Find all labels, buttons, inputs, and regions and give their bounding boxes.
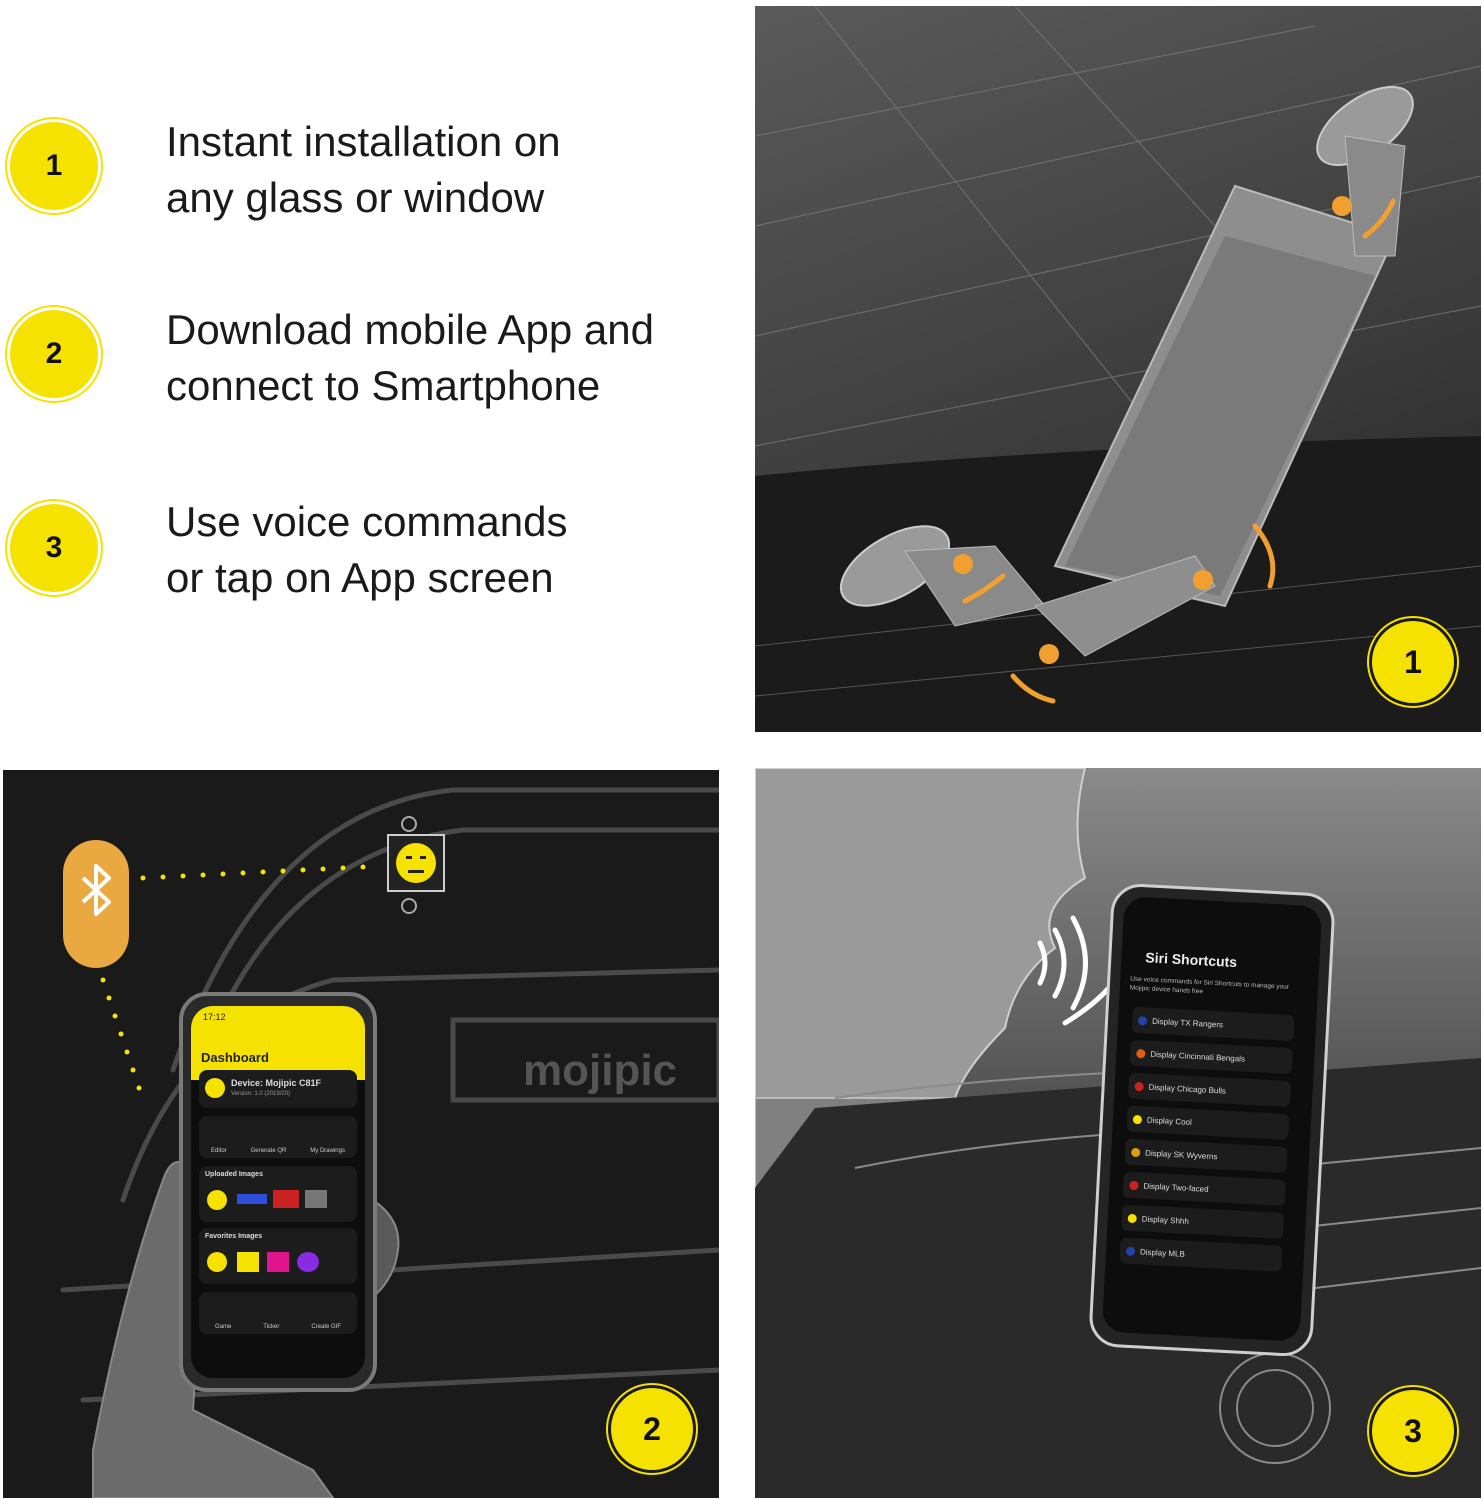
shortcut-label: Display Cincinnati Bengals (1150, 1049, 1246, 1064)
uploaded-image-3[interactable] (273, 1190, 299, 1208)
panel-3-badge: 3 (1372, 1390, 1454, 1472)
shortcut-label: Display Chicago Bulls (1148, 1082, 1227, 1096)
dashboard-title: Dashboard (201, 1050, 269, 1065)
shortcut-label: Display Two-faced (1143, 1181, 1209, 1194)
shortcut-label: Display Shhh (1141, 1213, 1190, 1226)
panel-voice: Siri Shortcuts Use voice commands for Si… (755, 768, 1481, 1498)
step-1-badge: 1 (10, 122, 98, 210)
shortcut-item[interactable]: Display Two-faced (1122, 1171, 1286, 1206)
device-emoji-icon (205, 1078, 225, 1098)
step-2: 2 Download mobile App and connect to Sma… (0, 300, 740, 410)
brand-logo: mojipic (523, 1046, 677, 1095)
rotate-arrow-icon (962, 198, 1396, 704)
bluetooth-icon (81, 864, 111, 916)
uploaded-image-emoji[interactable] (207, 1190, 227, 1210)
tools-row: Editor Generate QR My Drawings (199, 1116, 357, 1158)
uploaded-image-2[interactable] (237, 1194, 267, 1204)
device-card[interactable]: Device: Mojipic C81F Version: 1.0 (2019/… (199, 1070, 357, 1108)
app-phone-screen: 17:12 Dashboard Device: Mojipic C81F Ver… (191, 1006, 365, 1378)
device-version: Version: 1.0 (2019/20) (231, 1091, 291, 1097)
favorite-4[interactable] (297, 1252, 319, 1272)
favorite-cool[interactable] (207, 1252, 227, 1272)
tool-editor[interactable]: Editor (210, 1148, 227, 1154)
tool-game[interactable]: Game (214, 1324, 232, 1330)
tool-create-gif[interactable]: Create GIF (311, 1324, 341, 1330)
favorite-lyft[interactable] (267, 1252, 289, 1272)
dashboard-header (191, 1006, 365, 1080)
shortcut-item[interactable]: Display MLB (1119, 1237, 1283, 1272)
step-1-text: Instant installation on any glass or win… (166, 118, 561, 221)
tool-generate-qr[interactable]: Generate QR (250, 1148, 287, 1154)
siri-description: Use voice commands for Siri Shortcuts to… (1129, 975, 1290, 996)
shortcut-item[interactable]: Display TX Rangers (1131, 1006, 1295, 1042)
step-2-text: Download mobile App and connect to Smart… (166, 306, 655, 409)
mount-illustration (755, 6, 1481, 732)
shortcut-item[interactable]: Display SK Wyverns (1124, 1138, 1288, 1173)
panel-1-badge: 1 (1372, 621, 1454, 703)
favorites-section: Favorites Images (199, 1228, 357, 1284)
step-3: 3 Use voice commands or tap on App scree… (0, 492, 740, 602)
app-phone: 17:12 Dashboard Device: Mojipic C81F Ver… (179, 992, 377, 1392)
step-3-badge: 3 (10, 504, 98, 592)
shortcut-label: Display Cool (1146, 1115, 1193, 1127)
shortcut-label: Display TX Rangers (1151, 1016, 1224, 1029)
panel-2-badge: 2 (611, 1388, 693, 1470)
panel-mount: 1 (755, 6, 1481, 732)
uploaded-image-4[interactable] (305, 1190, 327, 1208)
voice-phone-screen: Siri Shortcuts Use voice commands for Si… (1101, 896, 1323, 1342)
shortcut-label: Display SK Wyverns (1144, 1148, 1218, 1161)
shortcut-item[interactable]: Display Chicago Bulls (1128, 1072, 1292, 1108)
favorite-baby[interactable] (237, 1252, 259, 1272)
step-1: 1 Instant installation on any glass or w… (0, 110, 740, 221)
tool-ticker[interactable]: Ticker (263, 1324, 280, 1330)
favorites-title: Favorites Images (205, 1233, 263, 1240)
step-2-badge: 2 (10, 310, 98, 398)
shortcut-item[interactable]: Display Cincinnati Bengals (1129, 1039, 1293, 1075)
shortcut-item[interactable]: Display Cool (1126, 1105, 1290, 1141)
shortcut-item[interactable]: Display Shhh (1121, 1204, 1285, 1239)
uploaded-section: Uploaded Images (199, 1166, 357, 1222)
tool-my-drawings[interactable]: My Drawings (310, 1148, 345, 1154)
uploaded-title: Uploaded Images (205, 1171, 263, 1178)
panel-app: mojipic 17:12 Dashboard Device: Mojipic … (3, 770, 719, 1498)
voice-phone: Siri Shortcuts Use voice commands for Si… (1088, 882, 1336, 1358)
step-3-text: Use voice commands or tap on App screen (166, 498, 568, 601)
device-name: Device: Mojipic C81F (231, 1078, 322, 1088)
siri-title: Siri Shortcuts (1145, 949, 1238, 971)
shortcut-label: Display MLB (1139, 1246, 1186, 1259)
status-time: 17:12 (203, 1012, 226, 1022)
emoji-display-icon (396, 843, 436, 883)
bottom-tools: Game Ticker Create GIF (199, 1292, 357, 1334)
